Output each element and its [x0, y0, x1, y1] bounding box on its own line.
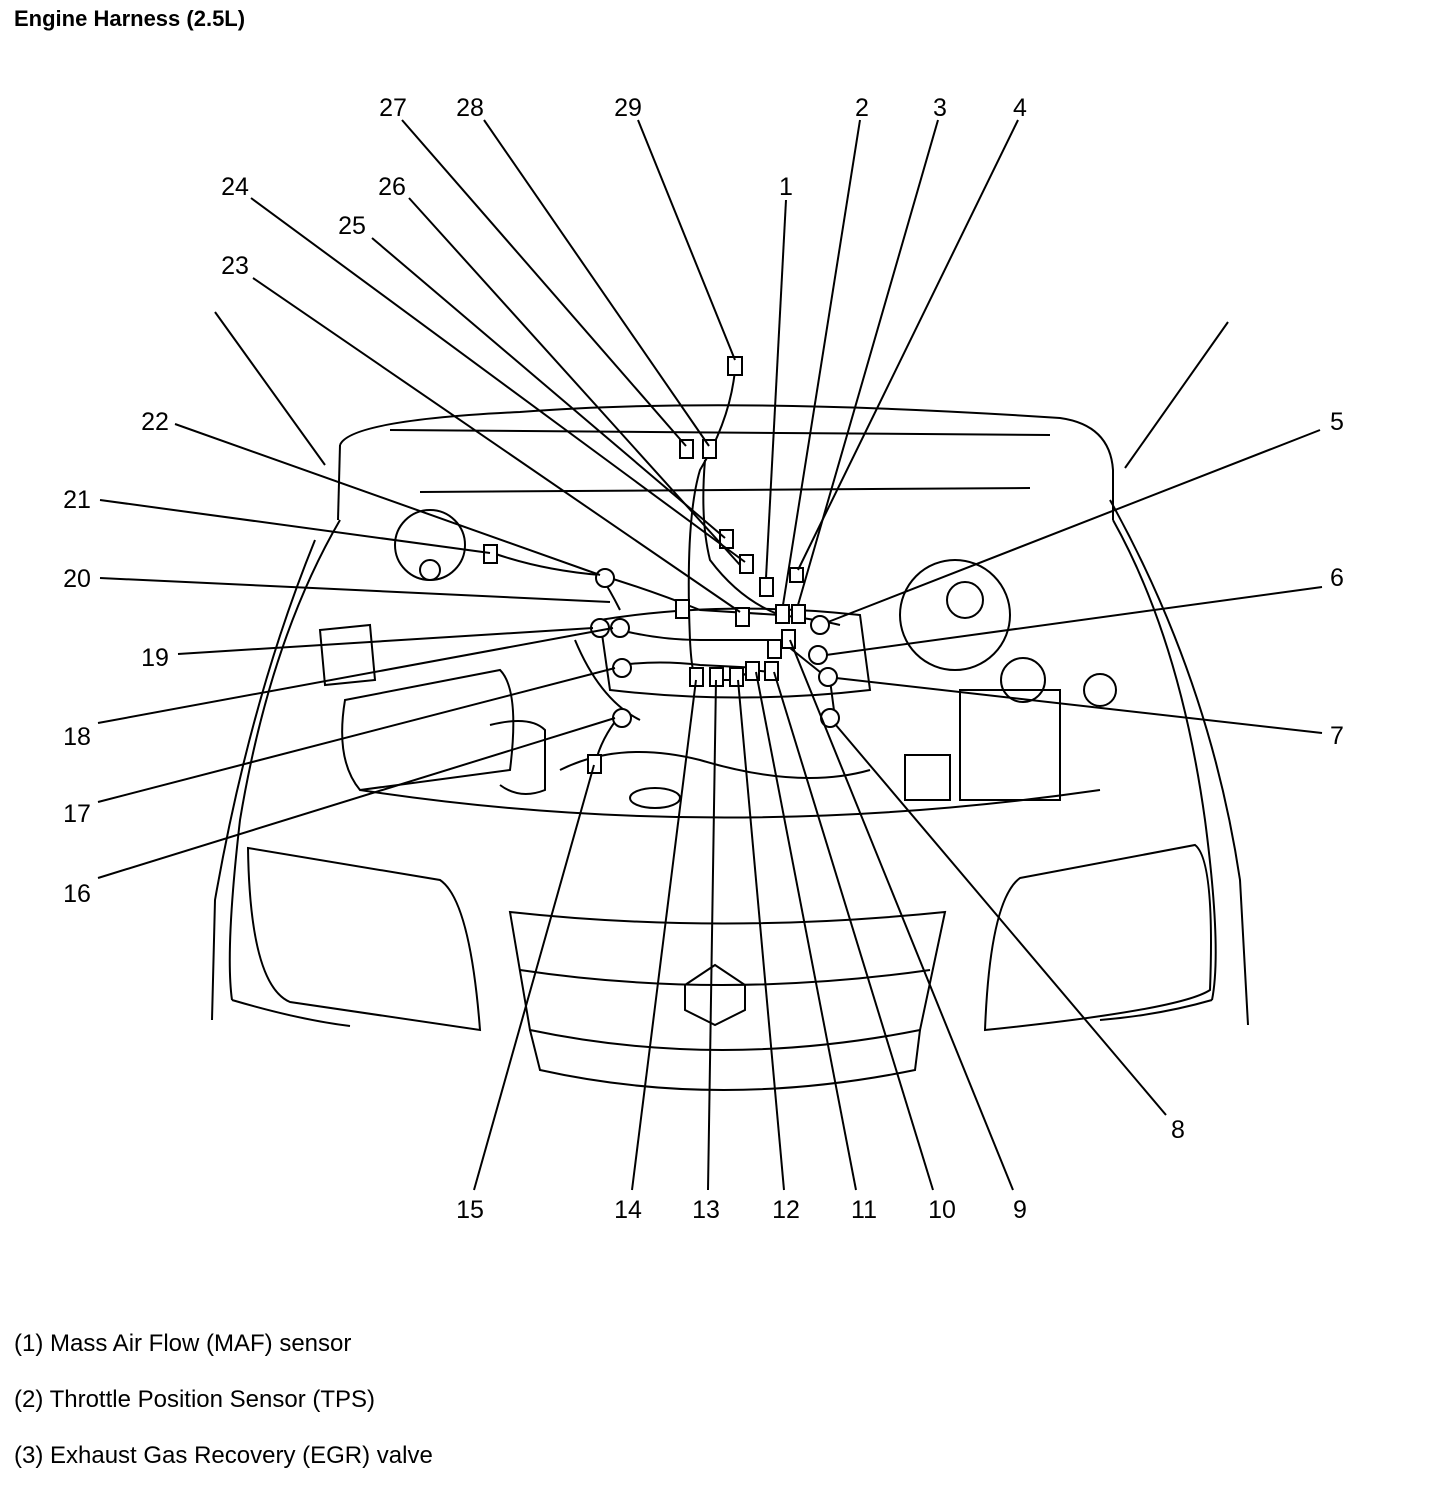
callout-11: 11 [851, 1196, 877, 1224]
connector-c3 [767, 639, 782, 659]
callout-21: 21 [63, 486, 91, 514]
callout-29: 29 [614, 94, 642, 122]
callout-7: 7 [1330, 722, 1344, 750]
sensor-18 [610, 618, 630, 638]
callout-4: 4 [1013, 94, 1027, 122]
sensor-7 [818, 667, 838, 687]
leader-lines [97, 119, 1323, 1191]
sensor-17 [612, 658, 632, 678]
callout-1: 1 [779, 173, 793, 201]
connector-29 [727, 356, 743, 376]
callout-9: 9 [1013, 1196, 1027, 1224]
engine-harness-diagram: 1 2 3 4 5 6 7 8 9 10 11 12 13 14 15 16 1… [63, 94, 1344, 1224]
callout-28: 28 [456, 94, 484, 122]
connector-1 [759, 577, 774, 597]
sensor-6 [808, 645, 828, 665]
connector-24 [675, 599, 690, 619]
callout-16: 16 [63, 880, 91, 908]
callout-8: 8 [1171, 1116, 1185, 1144]
legend-item: (1) Mass Air Flow (MAF) sensor [14, 1330, 352, 1357]
callout-25: 25 [338, 212, 366, 240]
legend-item: (2) Throttle Position Sensor (TPS) [14, 1386, 376, 1413]
callout-17: 17 [63, 800, 91, 828]
callout-24: 24 [221, 173, 249, 201]
callout-10: 10 [928, 1196, 956, 1224]
callout-5: 5 [1330, 408, 1344, 436]
callout-27: 27 [379, 94, 407, 122]
callout-12: 12 [772, 1196, 800, 1224]
connector-28 [702, 439, 717, 459]
legend-item: (3) Exhaust Gas Recovery (EGR) valve [14, 1442, 433, 1469]
connector-markers [483, 356, 840, 774]
callout-2: 2 [855, 94, 869, 122]
callout-20: 20 [63, 565, 91, 593]
connector-25 [739, 554, 754, 574]
callout-14: 14 [614, 1196, 642, 1224]
connector-3 [791, 604, 806, 624]
connector-21 [483, 544, 498, 564]
component-legend: (1) Mass Air Flow (MAF) sensor (2) Throt… [14, 1328, 433, 1496]
callout-26: 26 [378, 173, 406, 201]
connector-15 [587, 754, 602, 774]
sensor-22 [595, 568, 615, 588]
engine-bay-drawing [211, 311, 1249, 1091]
callout-3: 3 [933, 94, 947, 122]
callout-23: 23 [221, 252, 249, 280]
wire-harness [489, 369, 841, 766]
sensor-16 [612, 708, 632, 728]
diagram-title: Engine Harness (2.5L) [14, 6, 246, 31]
callout-6: 6 [1330, 564, 1344, 592]
callout-19: 19 [141, 644, 169, 672]
sensor-19 [590, 618, 610, 638]
connector-2 [775, 604, 790, 624]
connector-14 [689, 667, 704, 687]
callout-15: 15 [456, 1196, 484, 1224]
connector-12 [729, 667, 744, 687]
sensor-5 [810, 615, 830, 635]
connector-27 [679, 439, 694, 459]
connector-4 [789, 567, 804, 583]
callout-numbers: 1 2 3 4 5 6 7 8 9 10 11 12 13 14 15 16 1… [63, 94, 1344, 1224]
callout-22: 22 [141, 408, 169, 436]
callout-13: 13 [692, 1196, 720, 1224]
callout-18: 18 [63, 723, 91, 751]
